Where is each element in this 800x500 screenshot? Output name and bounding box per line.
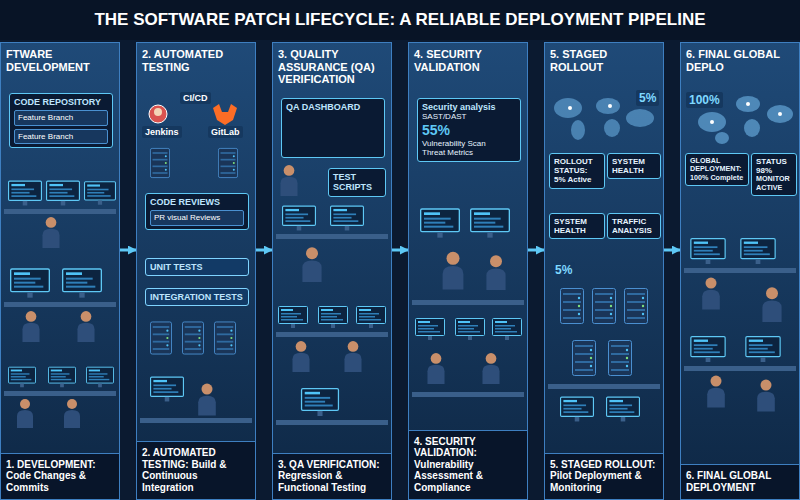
screen-box: SYSTEM HEALTH	[607, 153, 661, 179]
box-text: PR visual Reviews	[154, 213, 240, 222]
stage-caption: 2. AUTOMATED TESTING: Build & Continuous…	[137, 441, 255, 499]
box-text: Feature Branch	[18, 113, 104, 122]
stage-caption: 3. QA VERIFICATION: Regression & Functio…	[273, 453, 391, 500]
box-text: GLOBAL DEPLOYMENT: 100% Complete	[690, 157, 744, 182]
flow-arrow	[120, 249, 136, 252]
box-text: ROLLOUT STATUS: 5% Active	[554, 157, 600, 185]
branch-box: PR visual Reviews	[150, 210, 244, 225]
box-text: INTEGRATION TESTS	[150, 292, 244, 302]
box-text: UNIT TESTS	[150, 262, 244, 272]
flow-arrow	[664, 249, 680, 252]
screen-box: STATUS 98%MONITOR ACTIVE	[751, 153, 797, 196]
diagram-title: THE SOFTWARE PATCH LIFECYCLE: A RELIABLE…	[4, 0, 796, 40]
screen-box: TRAFFIC ANALYSIS	[607, 213, 661, 239]
stage-heading: 5. STAGED ROLLOUT	[550, 48, 658, 73]
callout-label: 100%	[686, 92, 723, 108]
box-text: SYSTEM HEALTH	[612, 157, 656, 175]
callout-label: Jenkins	[142, 126, 182, 138]
stage-panel: 2. AUTOMATED TESTING 2. AUTOMATED TESTING…	[136, 42, 256, 500]
box-text: QA DASHBOARD	[286, 102, 380, 112]
screen-box: TEST SCRIPTS	[328, 168, 386, 197]
screen-box: UNIT TESTS	[145, 258, 249, 276]
callout-label: GitLab	[208, 126, 243, 138]
stage-panel: 4. SECURITY VALIDATION 4. SECURITY VALIDA…	[408, 42, 528, 500]
screen-box: CODE REVIEWS PR visual Reviews	[145, 193, 249, 230]
stage-heading: 4. SECURITY VALIDATION	[414, 48, 522, 73]
screen-box: QA DASHBOARD	[281, 98, 385, 158]
flow-arrow	[256, 249, 272, 252]
callout-label: 5%	[552, 262, 575, 278]
screen-box: INTEGRATION TESTS	[145, 288, 249, 306]
screen-box: SYSTEM HEALTH	[549, 213, 605, 239]
box-text: TRAFFIC ANALYSIS	[612, 217, 656, 235]
stage-panel: FTWARE DEVELOPMENT 1. DEVELOPMENT: Code C…	[0, 42, 120, 500]
box-text: SYSTEM HEALTH	[554, 217, 600, 235]
box-text: STATUS 98%	[756, 157, 792, 175]
screen-box: ROLLOUT STATUS: 5% Active	[549, 153, 605, 189]
screen-box: CODE REPOSITORYFeature BranchFeature Bra…	[9, 93, 113, 148]
screen-box: GLOBAL DEPLOYMENT: 100% Complete	[685, 153, 749, 186]
box-text: CODE REPOSITORY	[14, 97, 108, 107]
box-text: 55%	[422, 122, 516, 139]
stage-heading: 6. FINAL GLOBAL DEPLO	[686, 48, 794, 73]
branch-box: Feature Branch	[14, 129, 108, 144]
box-text: CODE REVIEWS	[150, 197, 244, 207]
stage-caption: 6. FINAL GLOBAL DEPLOYMENT	[681, 464, 799, 499]
box-text: MONITOR ACTIVE	[756, 175, 792, 192]
stage-panel: 3. QUALITY ASSURANCE (QA) VERIFICATION 3.…	[272, 42, 392, 500]
box-text: Vulnerability Scan	[422, 139, 516, 149]
stage-caption: 4. SECURITY VALIDATION: Vulnerability As…	[409, 430, 527, 500]
box-text: TEST SCRIPTS	[333, 172, 381, 193]
flow-arrow	[528, 249, 544, 252]
stage-caption: 5. STAGED ROLLOUT: Pilot Deployment & Mo…	[545, 453, 663, 500]
stage-caption: 1. DEVELOPMENT: Code Changes & Commits	[1, 453, 119, 500]
flow-arrow	[392, 249, 408, 252]
stage-panel: 6. FINAL GLOBAL DEPLO 6. FINAL GLOBAL DEP…	[680, 42, 800, 500]
box-text: SAST/DAST	[422, 112, 516, 122]
stage-heading: 3. QUALITY ASSURANCE (QA) VERIFICATION	[278, 48, 386, 86]
box-text: Feature Branch	[18, 132, 104, 141]
box-text: Security analysis	[422, 102, 516, 112]
stage-heading: 2. AUTOMATED TESTING	[142, 48, 250, 73]
branch-box: Feature Branch	[14, 110, 108, 125]
callout-label: 5%	[636, 90, 659, 106]
screen-box: Security analysisSAST/DAST55%Vulnerabili…	[417, 98, 521, 162]
stage-heading: FTWARE DEVELOPMENT	[6, 48, 114, 73]
box-text: Threat Metrics	[422, 148, 516, 158]
callout-label: CI/CD	[180, 92, 211, 104]
